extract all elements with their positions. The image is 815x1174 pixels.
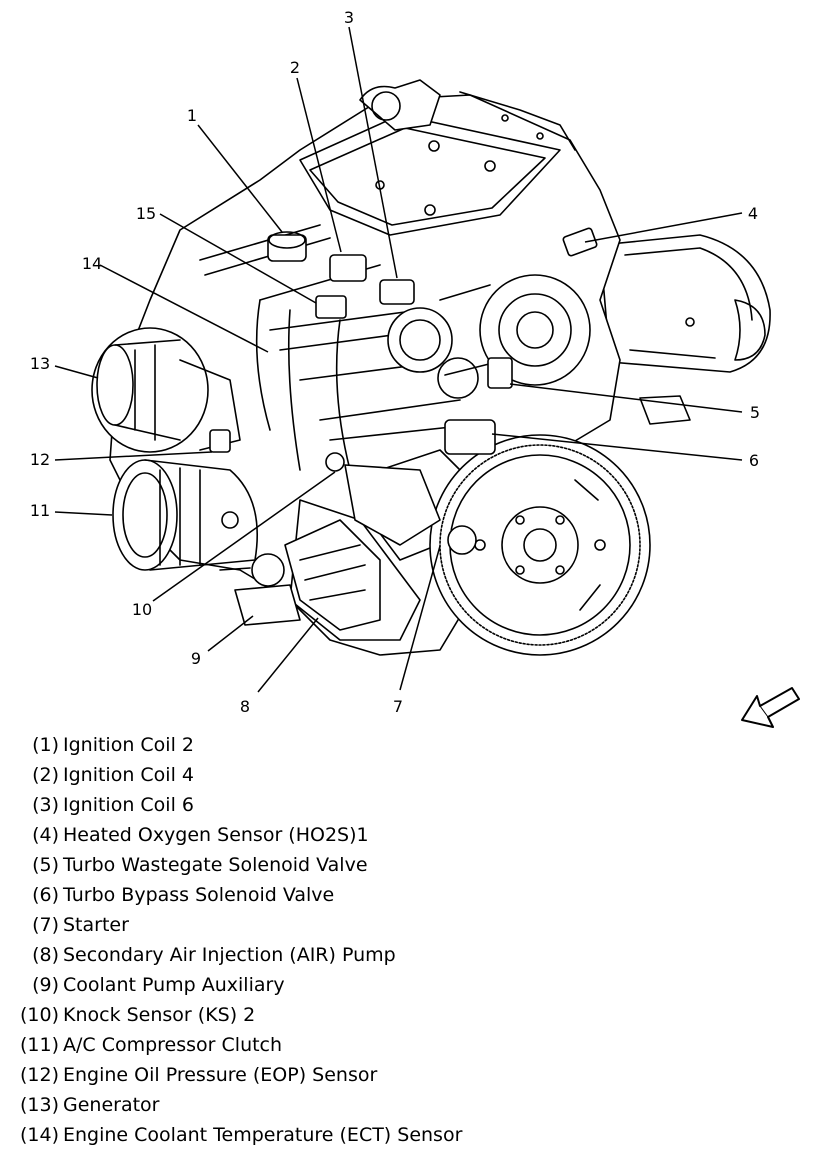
- legend-item: (13)Generator: [0, 1090, 815, 1120]
- exhaust-pipe-drawing: [599, 234, 771, 425]
- legend-item: (7)Starter: [0, 910, 815, 940]
- legend-label: Turbo Bypass Solenoid Valve: [63, 884, 335, 906]
- callout-10: 10: [132, 600, 152, 619]
- ac-compressor-drawing: [112, 459, 258, 571]
- legend-number: (14): [19, 1124, 59, 1146]
- flywheel-drawing: [429, 434, 651, 656]
- legend-number: (7): [32, 914, 59, 936]
- legend-label: Knock Sensor (KS) 2: [63, 1004, 256, 1026]
- legend-number: (10): [19, 1004, 59, 1026]
- legend-label: Ignition Coil 6: [63, 794, 194, 816]
- legend-item: (8)Secondary Air Injection (AIR) Pump: [0, 940, 815, 970]
- callout-leader-lines: [54, 26, 743, 693]
- coolant-pump-drawing: [219, 553, 301, 626]
- legend-number: (13): [19, 1094, 59, 1116]
- callout-12: 12: [30, 450, 50, 469]
- callout-4: 4: [748, 204, 758, 223]
- legend-label: A/C Compressor Clutch: [63, 1034, 283, 1056]
- legend-label: Engine Oil Pressure (EOP) Sensor: [63, 1064, 378, 1086]
- legend-item: (14)Engine Coolant Temperature (ECT) Sen…: [0, 1120, 815, 1150]
- legend-item: (6)Turbo Bypass Solenoid Valve: [0, 880, 815, 910]
- legend-item: (12)Engine Oil Pressure (EOP) Sensor: [0, 1060, 815, 1090]
- solenoid-valves-drawing: [209, 227, 598, 472]
- generator-drawing: [91, 327, 241, 453]
- legend-number: (2): [32, 764, 59, 786]
- callout-7: 7: [393, 697, 403, 716]
- air-pump-drawing: [284, 519, 381, 631]
- legend-number: (1): [32, 734, 59, 756]
- callout-13: 13: [30, 354, 50, 373]
- callout-3: 3: [344, 8, 354, 27]
- legend-number: (4): [32, 824, 59, 846]
- legend-label: Heated Oxygen Sensor (HO2S)1: [63, 824, 369, 846]
- legend-number: (12): [19, 1064, 59, 1086]
- legend-item: (4)Heated Oxygen Sensor (HO2S)1: [0, 820, 815, 850]
- legend-item: (9)Coolant Pump Auxiliary: [0, 970, 815, 1000]
- callout-8: 8: [240, 697, 250, 716]
- callout-5: 5: [750, 403, 760, 422]
- direction-arrow-icon: [741, 687, 800, 728]
- legend-item: (1)Ignition Coil 2: [0, 730, 815, 760]
- legend-item: (3)Ignition Coil 6: [0, 790, 815, 820]
- legend-label: Starter: [63, 914, 129, 936]
- legend-item: (10)Knock Sensor (KS) 2: [0, 1000, 815, 1030]
- callout-1: 1: [187, 106, 197, 125]
- starter-drawing: [344, 464, 477, 555]
- legend-number: (6): [32, 884, 59, 906]
- legend-label: Secondary Air Injection (AIR) Pump: [63, 944, 396, 966]
- callout-6: 6: [749, 451, 759, 470]
- callout-14: 14: [82, 254, 102, 273]
- legend-label: Turbo Wastegate Solenoid Valve: [63, 854, 368, 876]
- legend-item: (2)Ignition Coil 4: [0, 760, 815, 790]
- engine-block-drawing: [109, 79, 621, 656]
- legend-number: (9): [32, 974, 59, 996]
- legend-number: (11): [19, 1034, 59, 1056]
- legend-label: Generator: [63, 1094, 160, 1116]
- ignition-coils-drawing: [267, 231, 415, 319]
- legend-item: (5)Turbo Wastegate Solenoid Valve: [0, 850, 815, 880]
- legend-number: (5): [32, 854, 59, 876]
- callout-labels: 1 2 3 4 5 6 7 8 9 10 11 12 13 14 15: [30, 8, 760, 716]
- legend-label: Engine Coolant Temperature (ECT) Sensor: [63, 1124, 463, 1146]
- legend-number: (8): [32, 944, 59, 966]
- component-legend: (1)Ignition Coil 2 (2)Ignition Coil 4 (3…: [0, 730, 815, 1150]
- legend-item: (11)A/C Compressor Clutch: [0, 1030, 815, 1060]
- legend-label: Ignition Coil 2: [63, 734, 194, 756]
- legend-label: Coolant Pump Auxiliary: [63, 974, 285, 996]
- legend-label: Ignition Coil 4: [63, 764, 194, 786]
- callout-9: 9: [191, 649, 201, 668]
- engine-component-diagram: 1 2 3 4 5 6 7 8 9 10 11 12 13 14 15: [30, 8, 800, 728]
- callout-15: 15: [136, 204, 156, 223]
- callout-2: 2: [290, 58, 300, 77]
- legend-number: (3): [32, 794, 59, 816]
- callout-11: 11: [30, 501, 50, 520]
